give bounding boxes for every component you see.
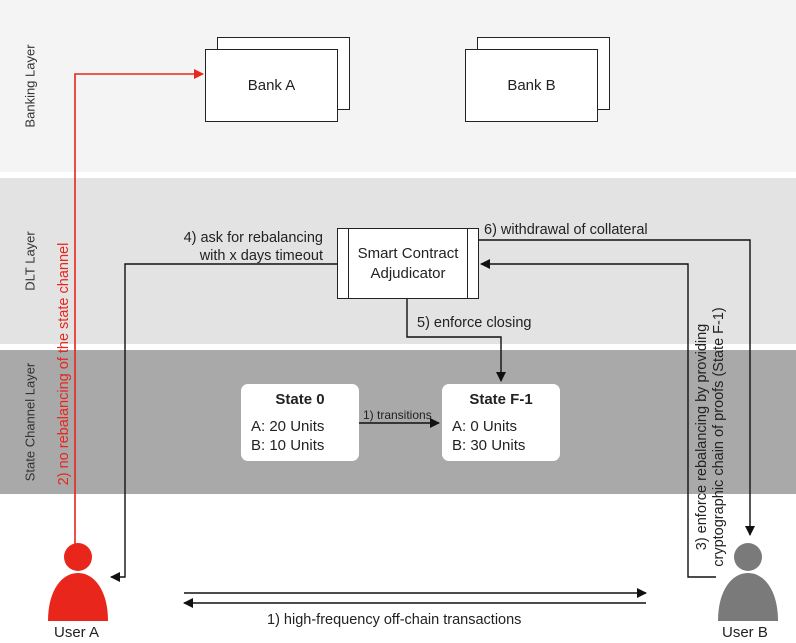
user-b-icon	[718, 543, 778, 621]
contract-label-line2: Adjudicator	[370, 264, 446, 282]
smart-contract-adjudicator: Smart Contract Adjudicator	[337, 228, 479, 299]
enforce-rebalancing-label-line2: cryptographic chain of proofs (State F-1…	[711, 307, 727, 567]
contract-right-bar	[467, 229, 468, 298]
bank-a-label: Bank A	[205, 49, 338, 122]
bank-b-box: Bank B	[465, 37, 610, 122]
user-b-label: User B	[722, 624, 768, 641]
contract-label: Smart Contract Adjudicator	[350, 229, 466, 298]
contract-label-line1: Smart Contract	[357, 244, 459, 262]
no-rebalancing-label: 2) no rebalancing of the state channel	[56, 242, 72, 486]
state-f1-box: State F-1 A: 0 Units B: 30 Units	[442, 384, 560, 461]
withdrawal-label: 6) withdrawal of collateral	[484, 222, 648, 238]
ask-rebalancing-label: 4) ask for rebalancing with x days timeo…	[170, 229, 323, 265]
withdrawal-arrow	[479, 239, 755, 536]
state-channel-layer-band	[0, 350, 796, 494]
enforce-rebalancing-label-line1: 3) enforce rebalancing by providing	[694, 323, 710, 551]
bank-a-box: Bank A	[205, 37, 350, 122]
state-0-a: A: 20 Units	[251, 418, 325, 435]
transitions-label: 1) transitions	[363, 408, 432, 422]
enforce-closing-label: 5) enforce closing	[417, 315, 532, 331]
bank-b-label: Bank B	[465, 49, 598, 122]
enforce-rebalancing-arrow	[480, 259, 716, 578]
state-f1-title: State F-1	[469, 391, 533, 408]
state-0-b: B: 10 Units	[251, 437, 325, 454]
state-f1-a: A: 0 Units	[452, 418, 518, 435]
state-f1-b: B: 30 Units	[452, 437, 526, 454]
banking-layer-band	[0, 0, 796, 172]
ask-rebalancing-line1: 4) ask for rebalancing	[183, 230, 323, 246]
ask-rebalancing-arrow	[110, 263, 337, 582]
contract-left-bar	[348, 229, 349, 298]
enforce-closing-arrow	[406, 299, 506, 382]
offchain-label: 1) high-frequency off-chain transactions	[267, 612, 522, 628]
no-rebalancing-arrow	[74, 69, 204, 550]
user-a-label: User A	[54, 624, 100, 641]
state-0-box: State 0 A: 20 Units B: 10 Units	[241, 384, 359, 461]
user-a-icon	[48, 543, 108, 621]
ask-rebalancing-line2: with x days timeout	[199, 248, 323, 264]
state-0-title: State 0	[275, 391, 325, 408]
